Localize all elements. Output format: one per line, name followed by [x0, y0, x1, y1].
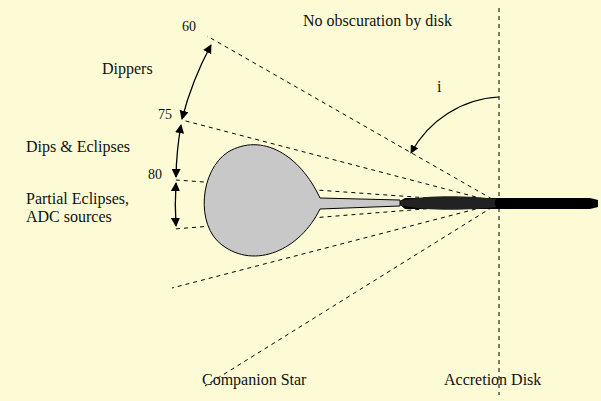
compact-object — [495, 199, 504, 208]
angle-ranges — [175, 45, 211, 226]
inclination-arc — [411, 97, 499, 153]
angle-number: 75 — [158, 106, 172, 124]
part-name: Companion Star — [202, 371, 306, 389]
disk-inner — [400, 196, 499, 210]
angle-number: 60 — [182, 18, 196, 36]
inclination-symbol: i — [437, 78, 441, 96]
sight-lines — [172, 8, 499, 395]
class-label: Dippers — [102, 60, 153, 78]
class-label: Partial Eclipses, ADC sources — [26, 190, 154, 226]
angle-number: 80 — [148, 166, 162, 184]
companion-star — [204, 145, 400, 256]
region-label: No obscuration by disk — [303, 12, 452, 30]
class-label: Dips & Eclipses — [26, 138, 130, 156]
part-name: Accretion Disk — [444, 371, 541, 389]
